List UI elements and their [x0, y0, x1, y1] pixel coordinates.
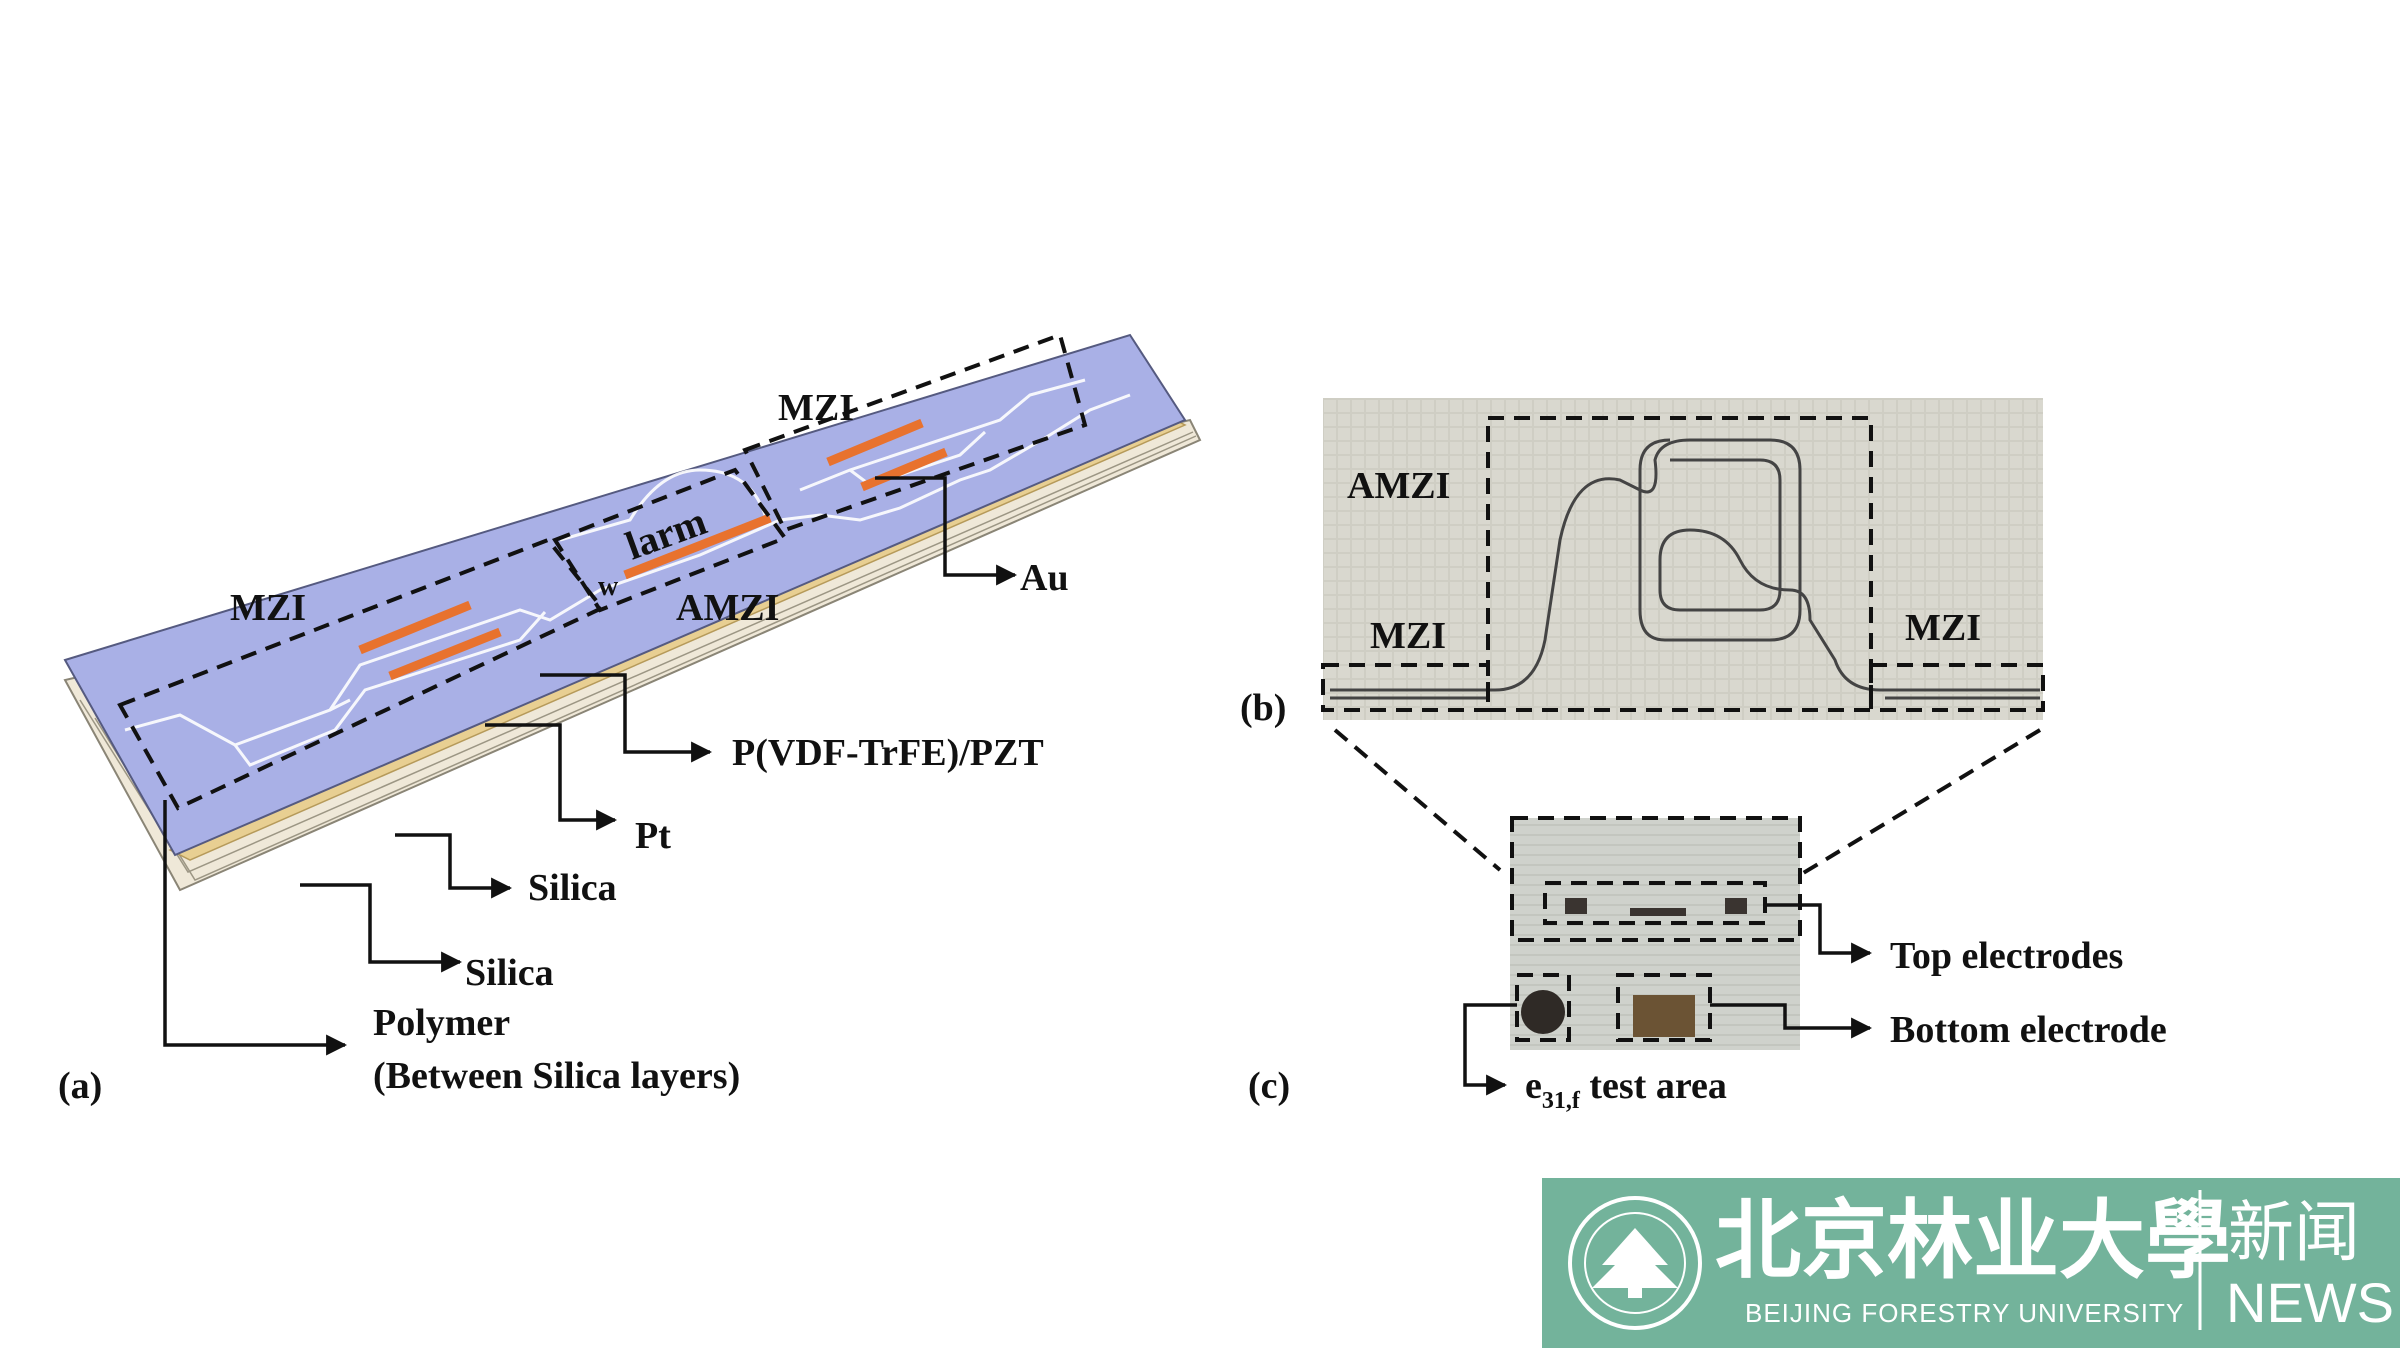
label-b-amzi: AMZI: [1347, 465, 1450, 507]
label-top-electrodes: Top electrodes: [1890, 935, 2123, 977]
leader-pt: [485, 723, 618, 831]
top-electrode-left: [1565, 898, 1587, 914]
dashed-box-mzi-top: [742, 332, 1088, 533]
top-electrode-right: [1725, 898, 1747, 914]
e31-test-dot: [1521, 990, 1565, 1034]
label-bottom-electrode: Bottom electrode: [1890, 1009, 2167, 1051]
dashed-box-b-mzi-right: [1869, 663, 2045, 712]
logo-name-cn: 北京林业大學: [1715, 1193, 2231, 1289]
dashed-box-mzi-left: [117, 537, 606, 811]
bottom-electrode-pad: [1633, 995, 1695, 1037]
label-w: w: [598, 571, 619, 602]
leader-e31: [1463, 1003, 1517, 1096]
dashed-box-c-outer: [1510, 816, 1802, 942]
leader-silica-1: [395, 833, 513, 899]
panel-a-tag: (a): [58, 1065, 102, 1107]
label-b-mzi-right: MZI: [1905, 607, 1981, 649]
dashed-box-c-e31: [1515, 973, 1571, 1042]
logo-news-cn: 新闻: [2228, 1195, 2360, 1269]
silica-layer-line: [79, 431, 1194, 873]
dashed-box-amzi: [551, 467, 789, 613]
leader-pvdf: [540, 673, 713, 763]
dashed-box-b-amzi: [1486, 416, 1873, 712]
zoom-line-right: [1798, 728, 2042, 877]
electrode-mzi-top-top: [826, 418, 924, 467]
leader-au: [875, 476, 1018, 586]
panel-c-micrograph: Top electrodes Bottom electrode e31,f te…: [1248, 816, 2167, 1114]
e31-subscript: 31,f: [1542, 1088, 1581, 1114]
university-logo: 北京林业大學 BEIJING FORESTRY UNIVERSITY 新闻 NE…: [1542, 1178, 2400, 1348]
electrode-mzi-top-bottom: [860, 447, 948, 492]
top-electrode-middle: [1630, 908, 1686, 916]
panel-b-micrograph: AMZI MZI MZI (b): [1240, 398, 2045, 729]
zoom-line-left: [1333, 728, 1502, 872]
label-amzi-a: AMZI: [676, 587, 779, 629]
label-pvdf: P(VDF-TrFE)/PZT: [732, 732, 1044, 774]
label-pt: Pt: [635, 815, 671, 857]
e31-base: e: [1525, 1065, 1542, 1107]
label-e31: e31,f test area: [1525, 1065, 1727, 1114]
dashed-box-b-mzi-left: [1321, 663, 1490, 712]
electrode-mzi-left-bottom: [388, 627, 502, 681]
logo-name-en: BEIJING FORESTRY UNIVERSITY: [1745, 1298, 2184, 1328]
leader-silica-2: [300, 883, 463, 973]
logo-news-en: NEWS: [2226, 1271, 2394, 1334]
leader-polymer: [163, 800, 348, 1056]
label-b-mzi-left: MZI: [1370, 615, 1446, 657]
au-electrodes: [358, 418, 948, 681]
label-au: Au: [1020, 557, 1069, 599]
micrograph-b-background: [1323, 398, 2043, 720]
label-silica-1: Silica: [528, 867, 617, 909]
dashed-box-c-top-electrodes: [1543, 881, 1767, 925]
panel-c-tag: (c): [1248, 1065, 1290, 1107]
label-mzi-left: MZI: [230, 587, 306, 629]
electrode-mzi-left-top: [358, 600, 472, 655]
waveguide-paths: [124, 378, 1131, 767]
label-silica-2: Silica: [465, 952, 554, 994]
label-mzi-top: MZI: [778, 387, 854, 429]
panel-a-chip: MZI MZI AMZI larm w Au P(VDF-TrFE)/PZT P…: [58, 332, 1202, 1107]
leader-top-electrodes: [1765, 903, 1873, 964]
university-seal-icon: [1568, 1196, 1702, 1330]
amzi-waveguide: [1330, 438, 2040, 700]
label-polymer-2: (Between Silica layers): [373, 1055, 740, 1097]
label-polymer-1: Polymer: [373, 1002, 510, 1044]
panel-b-tag: (b): [1240, 687, 1286, 729]
leader-bottom-electrode: [1710, 1003, 1873, 1039]
electrode-amzi: [623, 513, 772, 580]
e31-rest: test area: [1580, 1065, 1727, 1107]
